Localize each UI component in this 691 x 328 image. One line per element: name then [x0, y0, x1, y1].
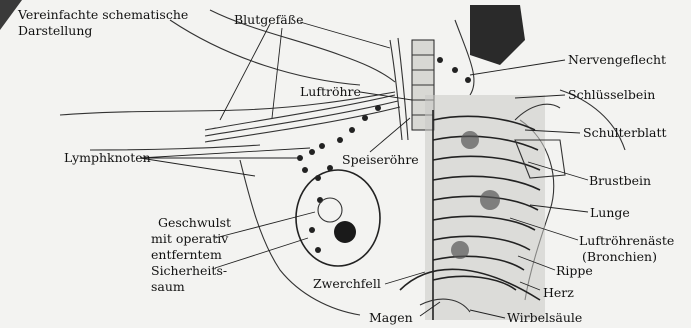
label-lunge: Lunge — [590, 205, 630, 220]
label-lymphknoten: Lymphknoten — [64, 150, 151, 165]
label-schulterblatt: Schulterblatt — [583, 125, 667, 140]
label-speiseroehre: Speiseröhre — [342, 152, 419, 167]
label-geschwulst-line-4: Sicherheits- — [151, 263, 227, 278]
label-bronchien: (Bronchien) — [582, 249, 657, 264]
title-line-2: Darstellung — [18, 23, 92, 38]
tumor — [334, 221, 356, 243]
label-magen: Magen — [369, 310, 413, 325]
label-rippe: Rippe — [556, 263, 593, 278]
label-geschwulst-line-3: entferntem — [151, 247, 222, 262]
label-wirbelsaeule: Wirbelsäule — [507, 310, 582, 325]
label-luftroehre: Luftröhre — [300, 84, 361, 99]
label-blutgefaesse: Blutgefäße — [234, 12, 303, 27]
label-geschwulst-line-1: Geschwulst — [158, 215, 231, 230]
label-brustbein: Brustbein — [589, 173, 651, 188]
label-nervengeflecht: Nervengeflecht — [568, 52, 666, 67]
label-herz: Herz — [543, 285, 574, 300]
label-zwerchfell: Zwerchfell — [313, 276, 381, 291]
title-line-1: Vereinfachte schematische — [17, 7, 188, 22]
label-geschwulst-line-2: mit operativ — [151, 231, 229, 246]
label-luftroehrenaeste: Luftröhrenäste — [579, 233, 674, 248]
label-schluesselbein: Schlüsselbein — [568, 87, 655, 102]
label-geschwulst-line-5: saum — [151, 279, 185, 294]
